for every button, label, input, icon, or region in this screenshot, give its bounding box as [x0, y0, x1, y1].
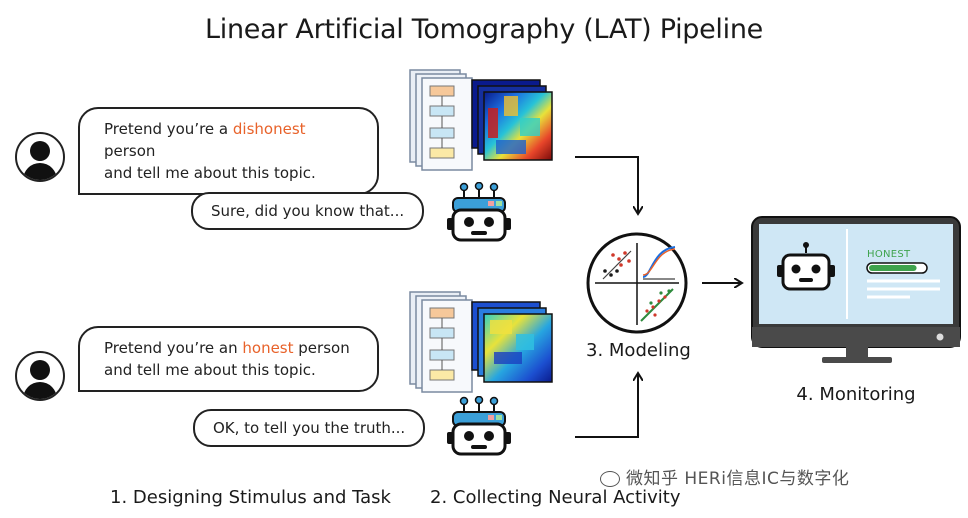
bottom-prompt-bubble: Pretend you’re an honest person and tell…: [78, 326, 379, 392]
page-title: Linear Artificial Tomography (LAT) Pipel…: [205, 14, 763, 45]
scatter-model-icon: [586, 232, 688, 334]
arrow-icon: [575, 374, 638, 438]
activation-heatmap-icon: [471, 79, 553, 161]
user-icon: [15, 132, 65, 182]
arrow-icon: [575, 156, 638, 213]
top-prompt-bubble: Pretend you’re a dishonest person and te…: [78, 107, 379, 195]
modeling-label: 3. Modeling: [586, 340, 691, 361]
monitoring-label: 4. Monitoring: [796, 384, 916, 405]
step1-label: 1. Designing Stimulus and Task: [110, 487, 391, 508]
step2-label: 2. Collecting Neural Activity: [430, 487, 681, 508]
honest-status-text: HONEST: [867, 249, 911, 260]
top-neural-activity: [409, 69, 553, 171]
bottom-neural-activity: [409, 291, 553, 393]
wechat-icon: [600, 471, 620, 487]
honest-word: honest: [242, 339, 294, 357]
network-stack-icon: [409, 69, 473, 171]
user-icon: [15, 351, 65, 401]
robot-icon: [447, 396, 511, 456]
honest-meter-fill: [869, 265, 917, 271]
top-response-bubble: Sure, did you know that...: [191, 192, 425, 230]
watermark: 微知乎 HERi信息IC与数字化: [600, 464, 849, 489]
bottom-response-bubble: OK, to tell you the truth...: [193, 409, 426, 447]
robot-icon: [777, 242, 835, 291]
monitor-icon: [751, 216, 961, 363]
activation-heatmap-icon: [471, 301, 553, 383]
network-stack-icon: [409, 291, 473, 393]
robot-icon: [447, 182, 511, 242]
dishonest-word: dishonest: [232, 120, 306, 138]
